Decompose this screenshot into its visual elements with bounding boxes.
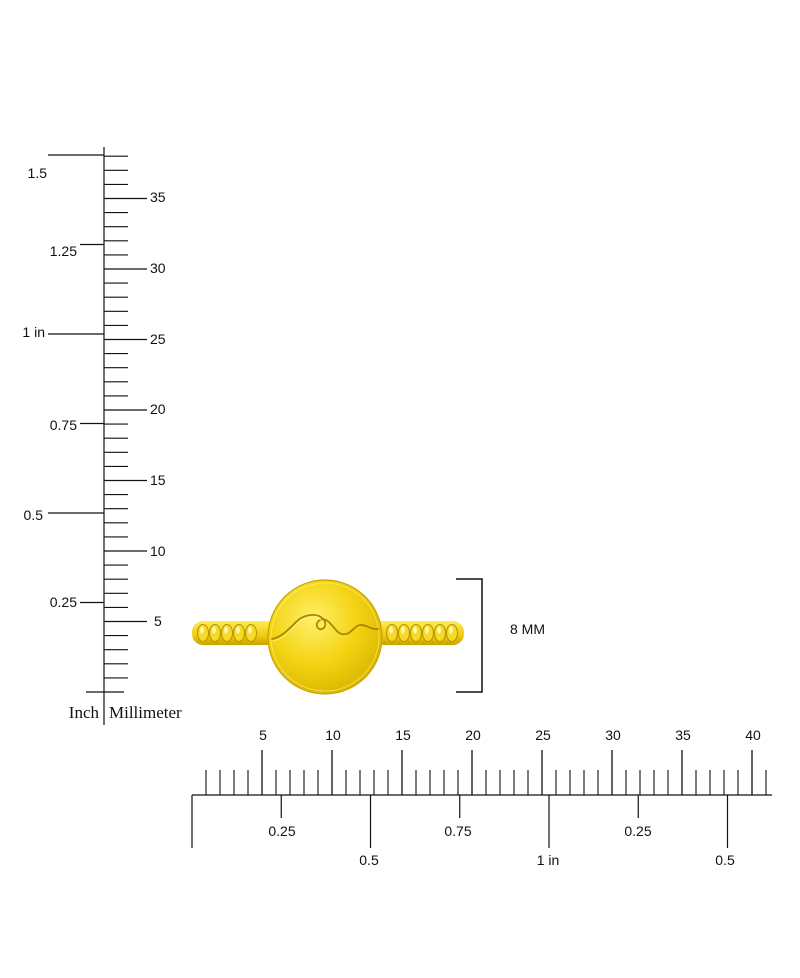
hr-mm-label-25: 25 <box>535 727 551 743</box>
bracket-line <box>456 578 483 693</box>
hr-inch-label-0.5: 0.5 <box>359 852 379 868</box>
ring-bead-highlight <box>224 626 228 634</box>
hr-inch-label-1.5: 0.5 <box>715 852 735 868</box>
ring-bead-highlight <box>425 626 429 634</box>
vr-inch-label-1.25: 1.25 <box>50 243 77 259</box>
vr-inch-label-1.5: 1.5 <box>28 165 48 181</box>
vr-mm-label-5: 5 <box>154 613 162 629</box>
hr-mm-label-35: 35 <box>675 727 691 743</box>
horizontal-ruler: 5 10 15 20 25 30 35 40 0.25 0.5 0.75 1 i… <box>191 727 772 868</box>
wave-engraving-highlight <box>272 616 324 642</box>
ring-bead-highlight <box>200 626 204 634</box>
vr-mm-label-25: 25 <box>150 331 166 347</box>
vr-inch-label-0.75: 0.75 <box>50 417 77 433</box>
ring-bead-highlight <box>236 626 240 634</box>
horizontal-inch-ticks <box>280 795 729 848</box>
vr-mm-label-30: 30 <box>150 260 166 276</box>
ring-bead-highlight <box>401 626 405 634</box>
vr-mm-label-35: 35 <box>150 189 166 205</box>
hr-inch-label-1.25: 0.25 <box>624 823 651 839</box>
vr-inch-label-1in: 1 in <box>22 324 45 340</box>
vr-inch-label-0.25: 0.25 <box>50 594 77 610</box>
dimension-label: 8 MM <box>510 621 545 637</box>
hr-inch-label-1in: 1 in <box>537 852 560 868</box>
dimension-bracket: 8 MM <box>456 578 545 693</box>
hr-mm-label-15: 15 <box>395 727 411 743</box>
vr-mm-label-10: 10 <box>150 543 166 559</box>
hr-mm-label-10: 10 <box>325 727 341 743</box>
ring-bead-highlight <box>437 626 441 634</box>
vr-mm-label-20: 20 <box>150 401 166 417</box>
ring-bead-highlight <box>449 626 453 634</box>
wave-engraving-icon <box>271 614 379 640</box>
ring-bead-highlight <box>248 626 252 634</box>
hr-inch-label-0.25: 0.25 <box>268 823 295 839</box>
vertical-mm-ticks <box>104 155 147 679</box>
hr-mm-label-5: 5 <box>259 727 267 743</box>
horizontal-mm-ticks <box>205 750 767 795</box>
inch-caption: Inch <box>69 703 100 722</box>
vertical-inch-ticks <box>48 154 104 604</box>
ring-bead-highlight <box>413 626 417 634</box>
hr-mm-label-20: 20 <box>465 727 481 743</box>
ring-disc <box>267 579 383 695</box>
ring-bead-highlight <box>389 626 393 634</box>
ring-illustration <box>192 579 464 695</box>
hr-inch-label-0.75: 0.75 <box>444 823 471 839</box>
vr-mm-label-15: 15 <box>150 472 166 488</box>
ring-disc-rim <box>270 582 380 692</box>
hr-mm-label-30: 30 <box>605 727 621 743</box>
ring-beads <box>196 623 459 643</box>
ring-bead-highlight <box>212 626 216 634</box>
millimeter-caption: Millimeter <box>109 703 182 722</box>
hr-mm-label-40: 40 <box>745 727 761 743</box>
vr-inch-label-0.5: 0.5 <box>24 507 44 523</box>
vertical-ruler: 5 10 15 20 25 30 35 0.25 0.5 0.75 1 in 1… <box>22 147 182 725</box>
